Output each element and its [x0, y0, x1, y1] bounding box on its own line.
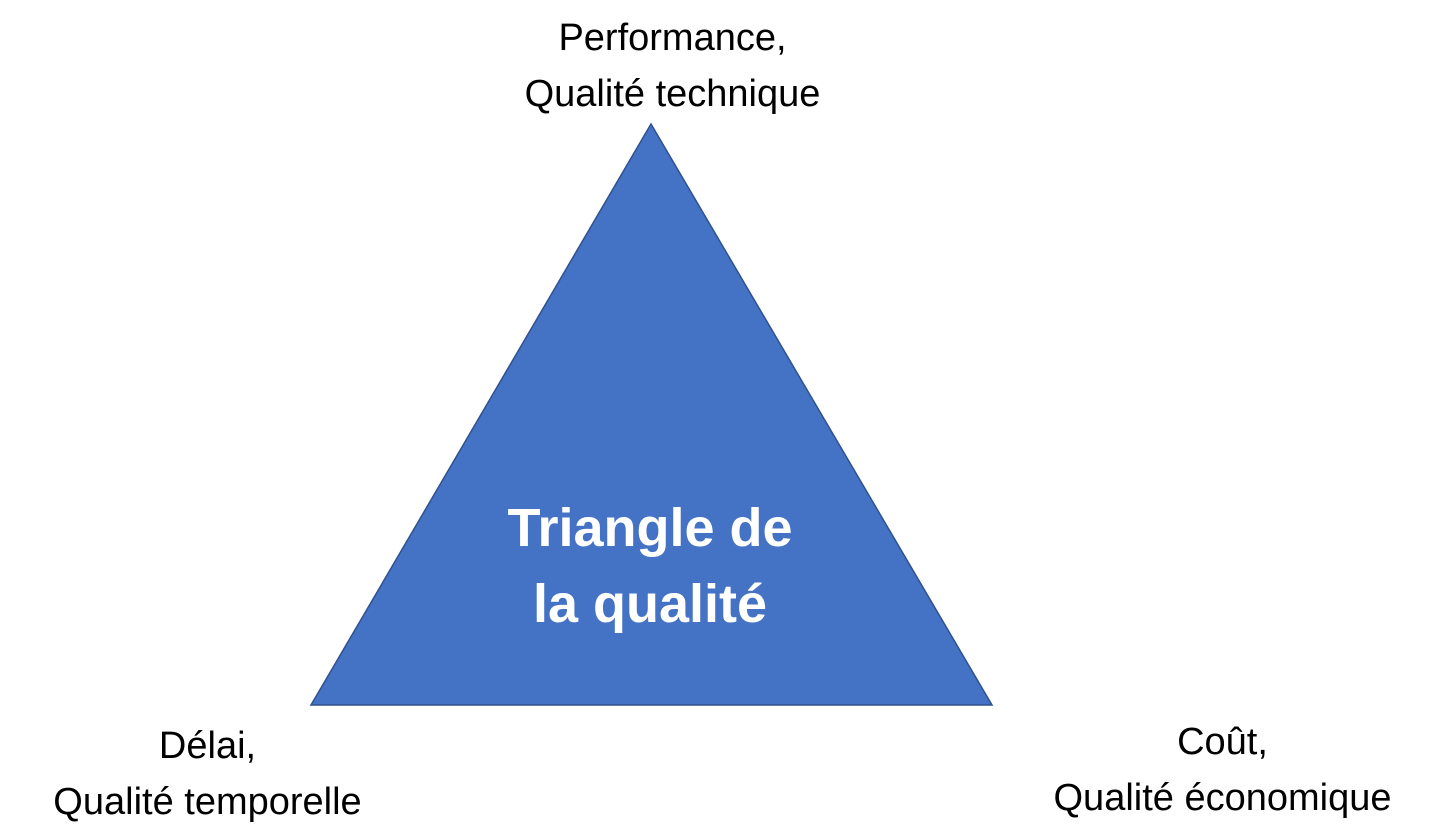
vertex-label-right-line-1: Coût,: [1177, 721, 1268, 763]
triangle-title: Triangle de la qualité: [430, 490, 870, 642]
vertex-label-cout: Coût, Qualité économique: [1015, 714, 1430, 826]
quality-triangle: [309, 122, 994, 706]
vertex-label-left-line-2: Qualité temporelle: [53, 781, 362, 823]
triangle-title-line-2: la qualité: [532, 574, 768, 634]
vertex-label-top-line-1: Performance,: [558, 17, 787, 59]
vertex-label-delai: Délai, Qualité temporelle: [0, 718, 415, 830]
triangle-title-line-1: Triangle de: [507, 498, 793, 558]
vertex-label-top-line-2: Qualité technique: [524, 73, 821, 115]
vertex-label-left-line-1: Délai,: [158, 725, 257, 767]
vertex-label-performance: Performance, Qualité technique: [420, 10, 925, 122]
vertex-label-right-line-2: Qualité économique: [1053, 777, 1392, 819]
